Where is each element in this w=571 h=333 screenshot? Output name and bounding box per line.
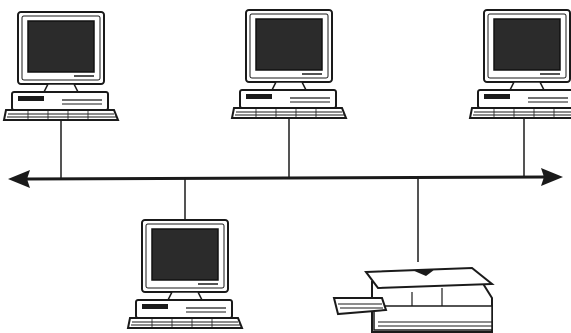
computer-icon-top-left: [4, 12, 118, 120]
printer-icon: [334, 268, 492, 332]
bus-arrow-right: [541, 168, 563, 186]
computer-icon-top-center: [232, 10, 346, 118]
bus-arrow-left: [8, 170, 30, 188]
computer-icon-bottom: [128, 220, 242, 328]
computer-icon-top-right: [470, 10, 571, 118]
bus-line: [8, 168, 563, 188]
